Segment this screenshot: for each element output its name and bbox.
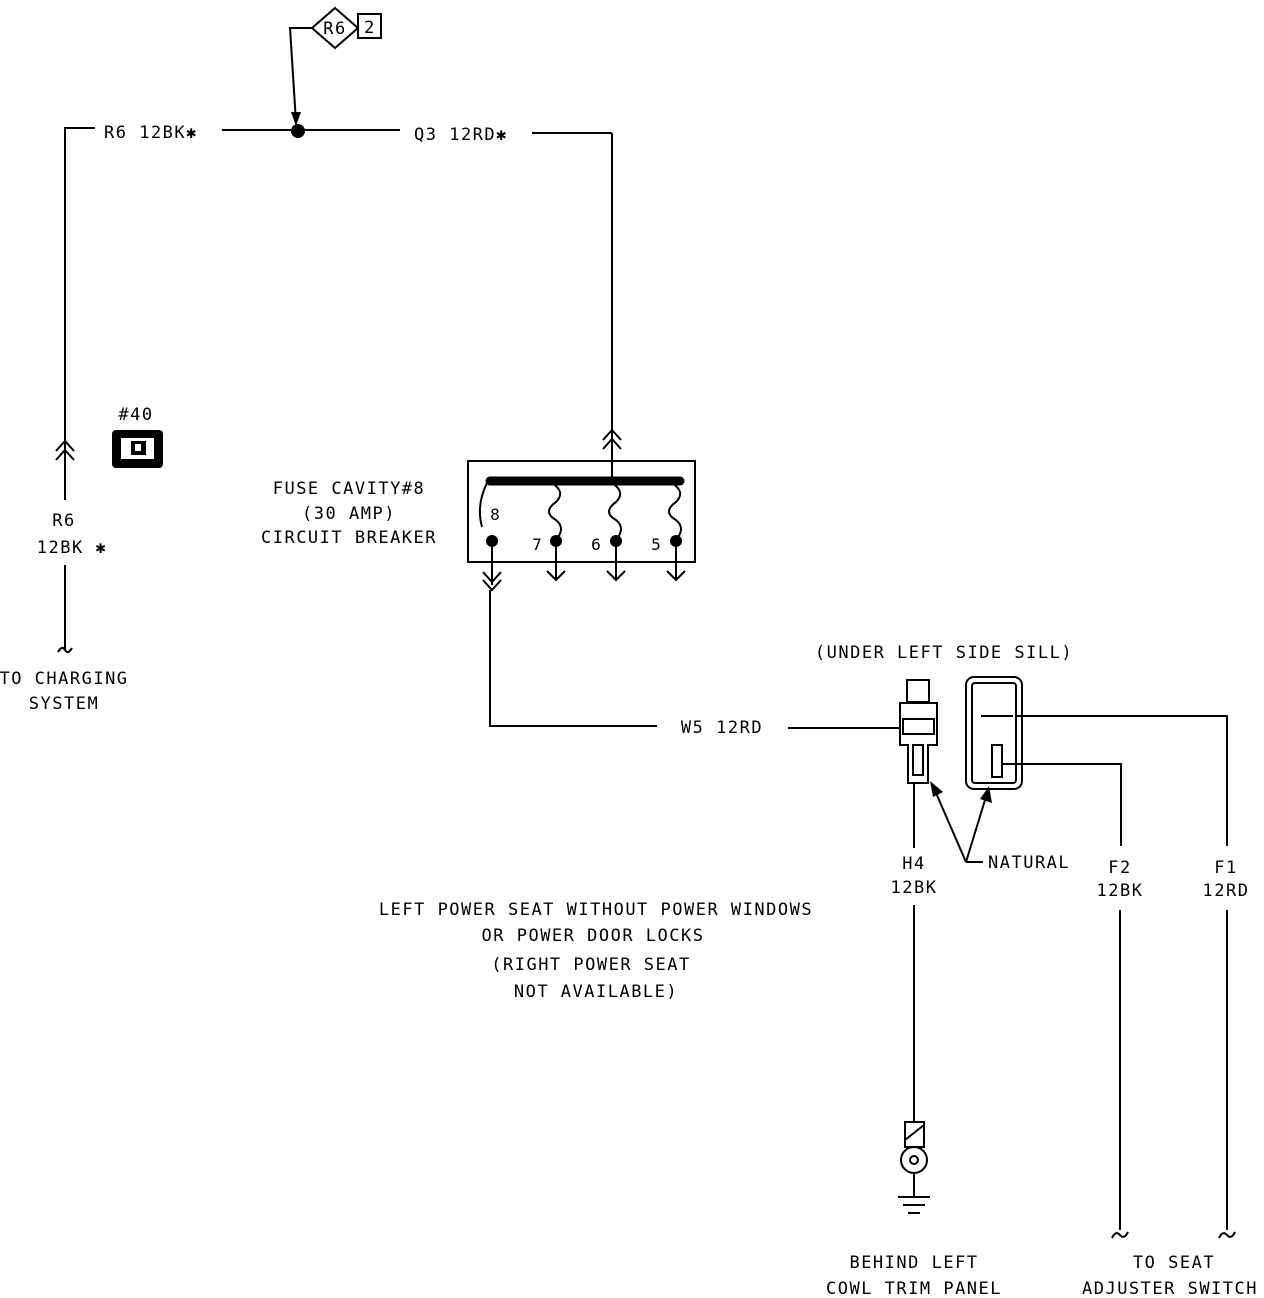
- seat-switch-label-1: TO SEAT: [1133, 1253, 1215, 1273]
- connector-f1-f2: [965, 676, 1023, 790]
- natural-label: NATURAL: [988, 853, 1070, 873]
- q3-vertical-wire: [602, 133, 622, 485]
- r6-side-code: R6: [52, 511, 75, 531]
- seat-switch-label-2: ADJUSTER SWITCH: [1082, 1279, 1258, 1298]
- h4-code: H4: [902, 854, 925, 874]
- f1-wire: F1 12RD: [1015, 715, 1250, 1239]
- ground-icon: [898, 1121, 930, 1214]
- note-line-1: LEFT POWER SEAT WITHOUT POWER WINDOWS: [379, 900, 813, 920]
- r6-vertical-wire: R6 12BK ✱: [37, 128, 107, 654]
- charging-label-2: SYSTEM: [29, 694, 99, 714]
- fuse-pin-6: 6: [591, 535, 601, 554]
- connector-40-label: #40: [118, 405, 153, 425]
- charging-label-1: TO CHARGING: [0, 669, 129, 689]
- fuse-pin-7: 7: [532, 535, 542, 554]
- f2-gauge: 12BK: [1097, 881, 1144, 901]
- splice-dot: [291, 124, 305, 138]
- splice-reference: R6 2: [288, 6, 382, 126]
- f2-code: F2: [1108, 858, 1131, 878]
- note-line-2: OR POWER DOOR LOCKS: [482, 926, 705, 946]
- note-line-4: NOT AVAILABLE): [514, 982, 678, 1002]
- wire-label-q3: Q3 12RD✱: [414, 125, 508, 145]
- natural-pointer: NATURAL: [930, 781, 1070, 873]
- h4-gauge: 12BK: [891, 878, 938, 898]
- wire-label-r6: R6 12BK✱: [104, 123, 198, 143]
- splice-page: 2: [364, 18, 376, 38]
- ground-label-2: COWL TRIM PANEL: [826, 1279, 1002, 1298]
- f1-code: F1: [1214, 858, 1237, 878]
- connector-h4: [899, 679, 938, 784]
- r6-side-gauge: 12BK ✱: [37, 538, 107, 558]
- ground-label-1: BEHIND LEFT: [849, 1253, 978, 1273]
- h4-wire: H4 12BK: [891, 783, 938, 1122]
- f1-gauge: 12RD: [1203, 881, 1250, 901]
- note-line-3: (RIGHT POWER SEAT: [491, 955, 691, 975]
- wire-label-w5: W5 12RD: [681, 718, 763, 738]
- fuse-pin-5: 5: [651, 535, 661, 554]
- fuse-label-2: (30 AMP): [302, 504, 396, 524]
- sill-label: (UNDER LEFT SIDE SILL): [815, 643, 1073, 663]
- w5-wire: W5 12RD: [489, 590, 900, 738]
- connector-40-icon: #40: [112, 405, 163, 468]
- fuse-cavity-8: 8 7 6 5: [467, 460, 696, 592]
- fuse-label-3: CIRCUIT BREAKER: [261, 528, 437, 548]
- top-wire: R6 12BK✱ Q3 12RD✱: [64, 123, 612, 145]
- f2-wire: F2 12BK: [1002, 763, 1144, 1239]
- splice-id: R6: [323, 19, 346, 39]
- fuse-pin-8: 8: [490, 505, 500, 524]
- fuse-label-1: FUSE CAVITY#8: [273, 479, 426, 499]
